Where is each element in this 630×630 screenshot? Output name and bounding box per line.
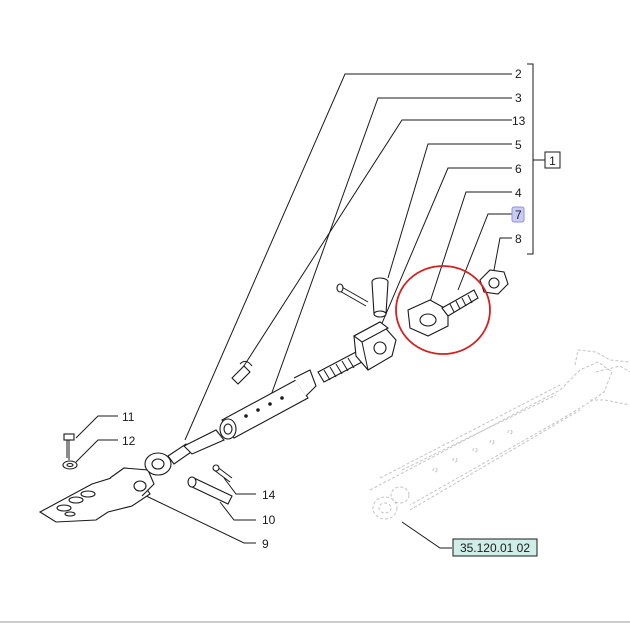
part-washer-12	[62, 460, 78, 470]
callout-8[interactable]: 8	[515, 232, 522, 246]
group-label: 1	[549, 154, 556, 168]
part-threaded-tube-3	[219, 369, 317, 440]
group-bracket: 1	[527, 63, 561, 255]
callout-11[interactable]: 11	[122, 410, 135, 424]
part-clevis-6	[352, 321, 397, 371]
callout-2[interactable]: 2	[515, 67, 522, 81]
part-split-pin-14	[212, 464, 233, 483]
reference-code: 35.120.01 02	[452, 538, 538, 557]
callout-7[interactable]: 7	[515, 208, 522, 222]
part-split-pin	[336, 283, 369, 307]
part-bolt-11	[63, 433, 75, 460]
callout-12[interactable]: 12	[122, 434, 136, 448]
callout-6[interactable]: 6	[515, 162, 522, 176]
part-ball-joint-2	[144, 429, 225, 476]
part-nut-8	[479, 269, 509, 295]
highlight-circle	[395, 265, 491, 355]
part-pin-10	[187, 476, 233, 505]
reference-code-text: 35.120.01 02	[460, 541, 530, 555]
callout-10[interactable]: 10	[262, 513, 276, 527]
part-lower-link-yoke	[38, 467, 155, 523]
part-clip-13	[231, 360, 253, 385]
background-lift-arm	[369, 349, 630, 520]
callout-3[interactable]: 3	[515, 91, 522, 105]
callout-9[interactable]: 9	[262, 537, 269, 551]
highlight-box-7	[511, 206, 525, 223]
callout-4[interactable]: 4	[515, 186, 522, 200]
group-label-box	[544, 151, 561, 169]
reference-code-box	[452, 538, 538, 557]
callout-13[interactable]: 13	[512, 114, 526, 128]
callout-14[interactable]: 14	[262, 488, 276, 502]
part-threaded-rod	[317, 351, 363, 383]
callout-5[interactable]: 5	[515, 138, 522, 152]
part-pin-5	[371, 277, 389, 318]
leader-lines	[75, 73, 512, 549]
callout-labels: 2 3 13 5 6 4 7 8 11 12 14 10 9	[122, 67, 526, 551]
part-eye-bolt-7	[407, 289, 479, 337]
